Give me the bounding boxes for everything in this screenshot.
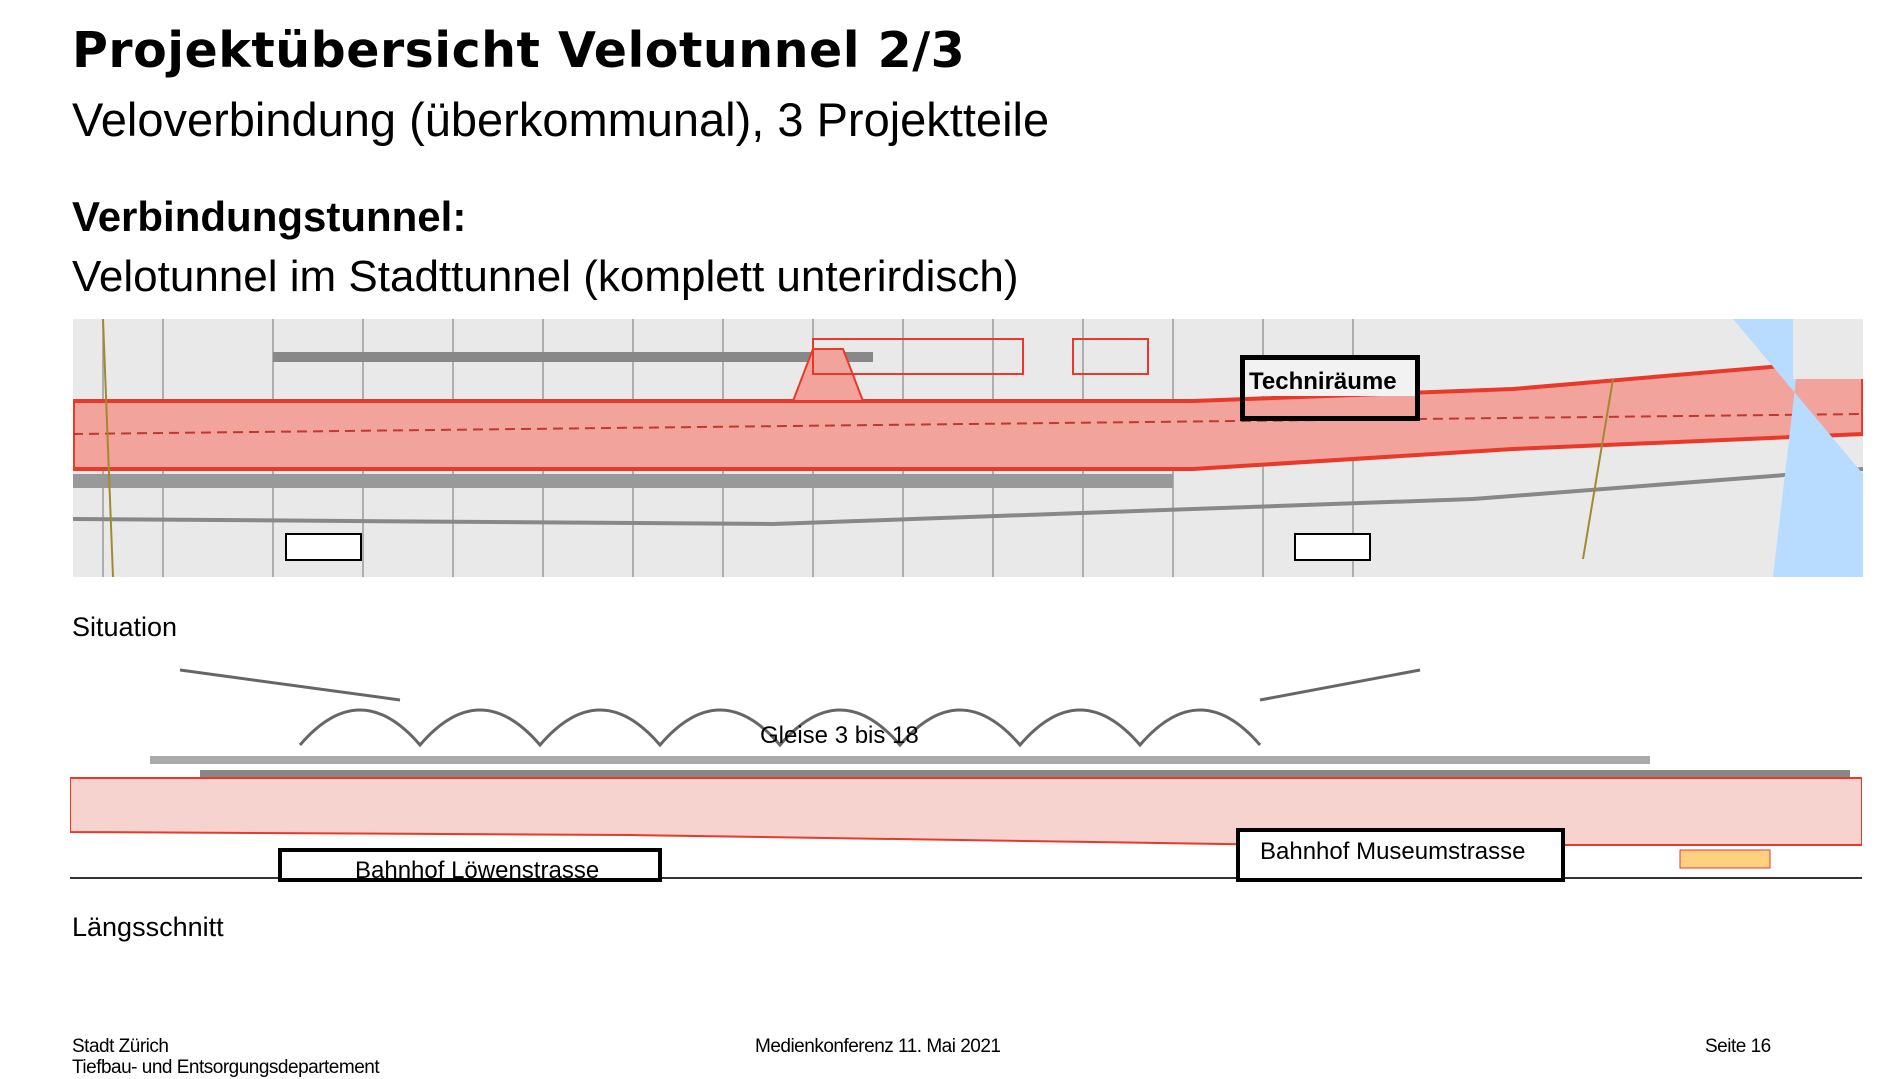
situation-plan: Techniräume	[71, 318, 1865, 578]
technical-rooms-label: Techniräume	[1245, 360, 1415, 396]
slide-title: Projektübersicht Velotunnel 2/3	[72, 22, 966, 79]
slide-subtitle: Veloverbindung (überkommunal), 3 Projekt…	[72, 93, 1050, 146]
longitudinal-section: Gleise 3 bis 18 Bahnhof Löwenstrasse Bah…	[69, 660, 1863, 884]
tracks-label: Gleise 3 bis 18	[760, 722, 919, 749]
technical-rooms-box: Techniräume	[1240, 355, 1420, 421]
section-title: Verbindungstunnel:	[72, 193, 467, 240]
longitudinal-caption: Längsschnitt	[72, 912, 224, 942]
footer-org: Stadt Zürich	[72, 1036, 169, 1057]
section-subtitle: Velotunnel im Stadttunnel (komplett unte…	[72, 252, 1019, 301]
footer-page-number: Seite 16	[1705, 1036, 1771, 1057]
situation-caption: Situation	[72, 612, 178, 642]
plan-drawing	[71, 318, 1865, 578]
station-loewenstrasse-label: Bahnhof Löwenstrasse	[355, 857, 600, 884]
section-drawing	[69, 668, 1863, 882]
footer-department: Tiefbau- und Entsorgungsdepartement	[72, 1057, 380, 1078]
footer-event: Medienkonferenz 11. Mai 2021	[755, 1036, 1001, 1057]
station-museumstrasse-label: Bahnhof Museumstrasse	[1260, 838, 1526, 865]
